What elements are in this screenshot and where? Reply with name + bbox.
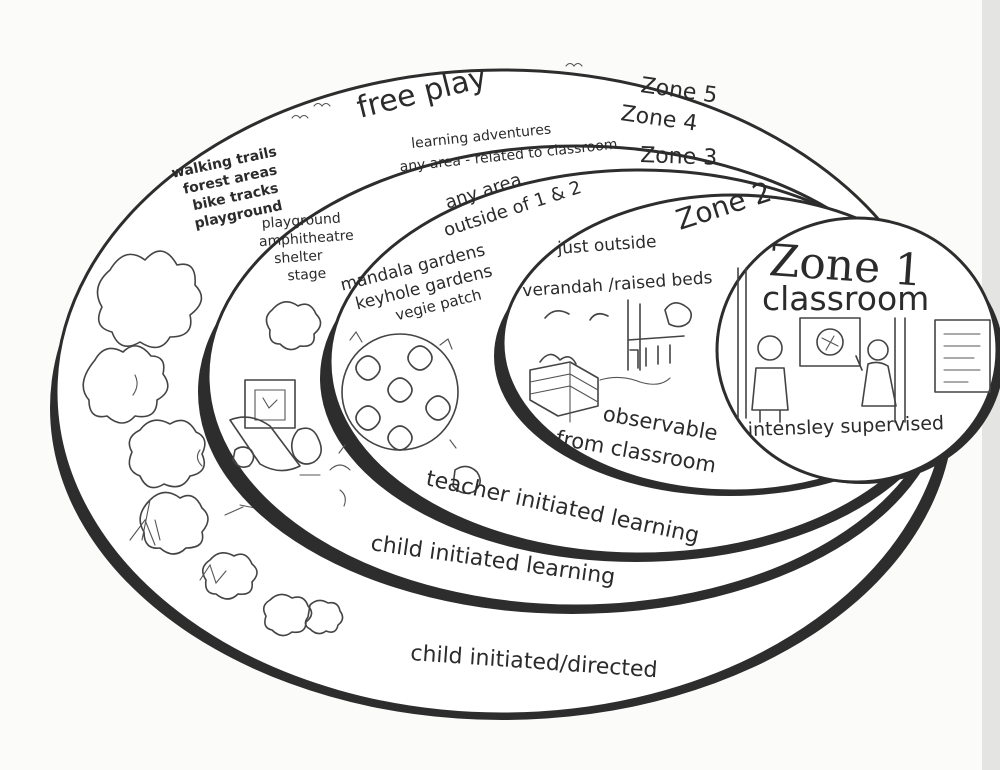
zone3-label: Zone 3	[640, 143, 718, 171]
zone4-example: amphitheatre	[258, 228, 354, 251]
zone4-example: stage	[287, 266, 327, 285]
birds-sketch	[291, 62, 583, 119]
classroom-sketch	[737, 267, 991, 423]
playground-sketch	[229, 301, 351, 507]
mandala-garden-sketch	[338, 331, 481, 494]
forest-sketch	[82, 250, 344, 637]
zone4-examples: playground amphitheatre shelter stage	[258, 211, 354, 285]
zone4-example: playground	[261, 211, 341, 232]
zone1-label: Zone 1	[767, 235, 924, 297]
zone4-example: shelter	[274, 248, 324, 267]
zone1-place: classroom	[762, 279, 929, 318]
raised-beds-sketch	[529, 299, 693, 423]
